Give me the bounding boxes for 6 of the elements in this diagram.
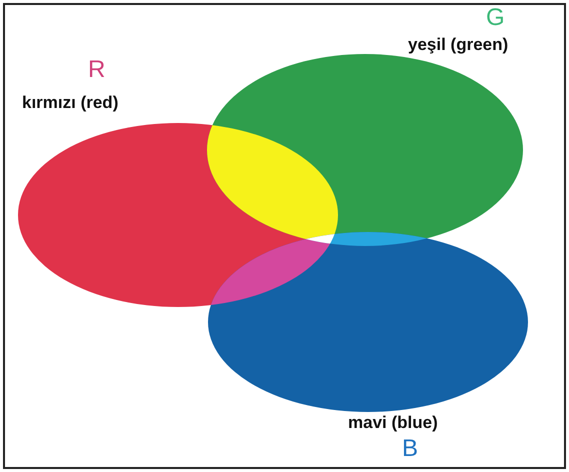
color-name-label: yeşil (green) [408,36,508,53]
color-name-label: mavi (blue) [348,414,438,431]
channel-letter: G [486,6,505,30]
channel-letter: B [402,437,418,461]
color-name-label: kırmızı (red) [22,94,118,111]
channel-letter: R [88,58,106,82]
